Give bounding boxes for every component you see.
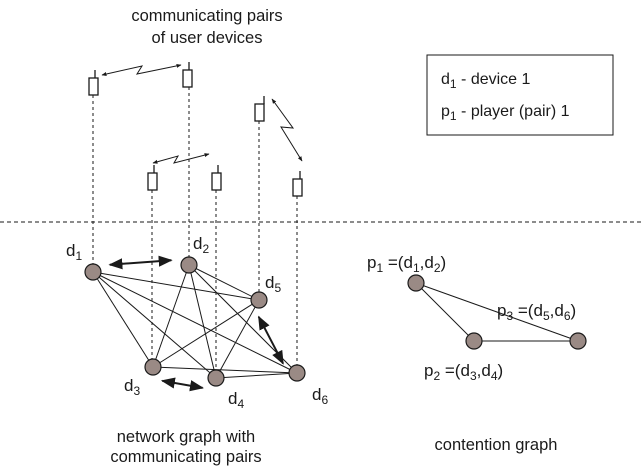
communication-arrow	[257, 315, 284, 365]
wireless-link-3	[271, 98, 303, 162]
legend-device-entry: d1 - device 1	[441, 71, 531, 91]
device-label-d3: d3	[124, 376, 140, 398]
communication-arrow	[108, 255, 173, 270]
player-label-p1: p1 =(d1,d2)	[367, 253, 446, 275]
contention-nodes: p1 =(d1,d2) p2 =(d3,d4) p3 =(d5,d6)	[367, 253, 587, 383]
wireless-link-1	[101, 63, 182, 76]
device-label-d5: d5	[265, 273, 281, 295]
device-node-d1	[84, 263, 102, 281]
network-graph-caption-line1: network graph with	[117, 428, 256, 446]
device-node-d2	[180, 256, 198, 274]
network-edge	[215, 299, 260, 379]
device-icon	[292, 171, 303, 197]
top-caption-line2: of user devices	[152, 29, 263, 47]
network-edge	[188, 264, 260, 301]
contention-edges	[415, 282, 579, 342]
player-node-p1	[407, 274, 425, 292]
contention-edge	[415, 282, 475, 342]
network-edge	[92, 271, 217, 379]
legend-player-entry: p1 - player (pair) 1	[441, 103, 570, 123]
wireless-links	[101, 63, 303, 164]
player-label-p3: p3 =(d5,d6)	[497, 301, 576, 323]
wireless-link-2	[152, 153, 210, 164]
network-edge	[188, 264, 217, 379]
device-node-d4	[207, 369, 225, 387]
network-nodes: d1 d2 d3 d4 d5 d6	[66, 234, 328, 411]
device-label-d6: d6	[312, 385, 328, 407]
player-node-p3	[569, 332, 587, 350]
network-edge	[215, 372, 298, 379]
device-label-d4: d4	[228, 389, 244, 411]
player-label-p2: p2 =(d3,d4)	[424, 361, 503, 383]
device-label-d2: d2	[193, 234, 209, 256]
device-icon	[147, 165, 158, 191]
pair-arrows	[108, 255, 284, 392]
contention-edge	[415, 282, 579, 342]
user-devices	[88, 62, 303, 197]
network-edge	[92, 271, 260, 301]
device-icon	[254, 96, 265, 122]
network-edge	[152, 366, 298, 374]
device-icon	[88, 70, 99, 96]
network-edge	[92, 271, 154, 368]
network-graph-caption-line2: communicating pairs	[110, 448, 261, 466]
device-node-d5	[250, 291, 268, 309]
device-node-d3	[144, 358, 162, 376]
contention-graph-caption: contention graph	[435, 436, 558, 454]
device-node-d6	[288, 364, 306, 382]
top-caption-line1: communicating pairs	[131, 7, 282, 25]
player-node-p2	[465, 332, 483, 350]
communication-arrow	[160, 377, 204, 392]
device-label-d1: d1	[66, 241, 82, 263]
network-edge	[152, 264, 190, 368]
device-icon	[211, 165, 222, 191]
legend: d1 - device 1 p1 - player (pair) 1	[426, 54, 614, 136]
projection-lines	[92, 87, 298, 377]
device-icon	[182, 62, 193, 88]
network-edge	[152, 299, 260, 368]
